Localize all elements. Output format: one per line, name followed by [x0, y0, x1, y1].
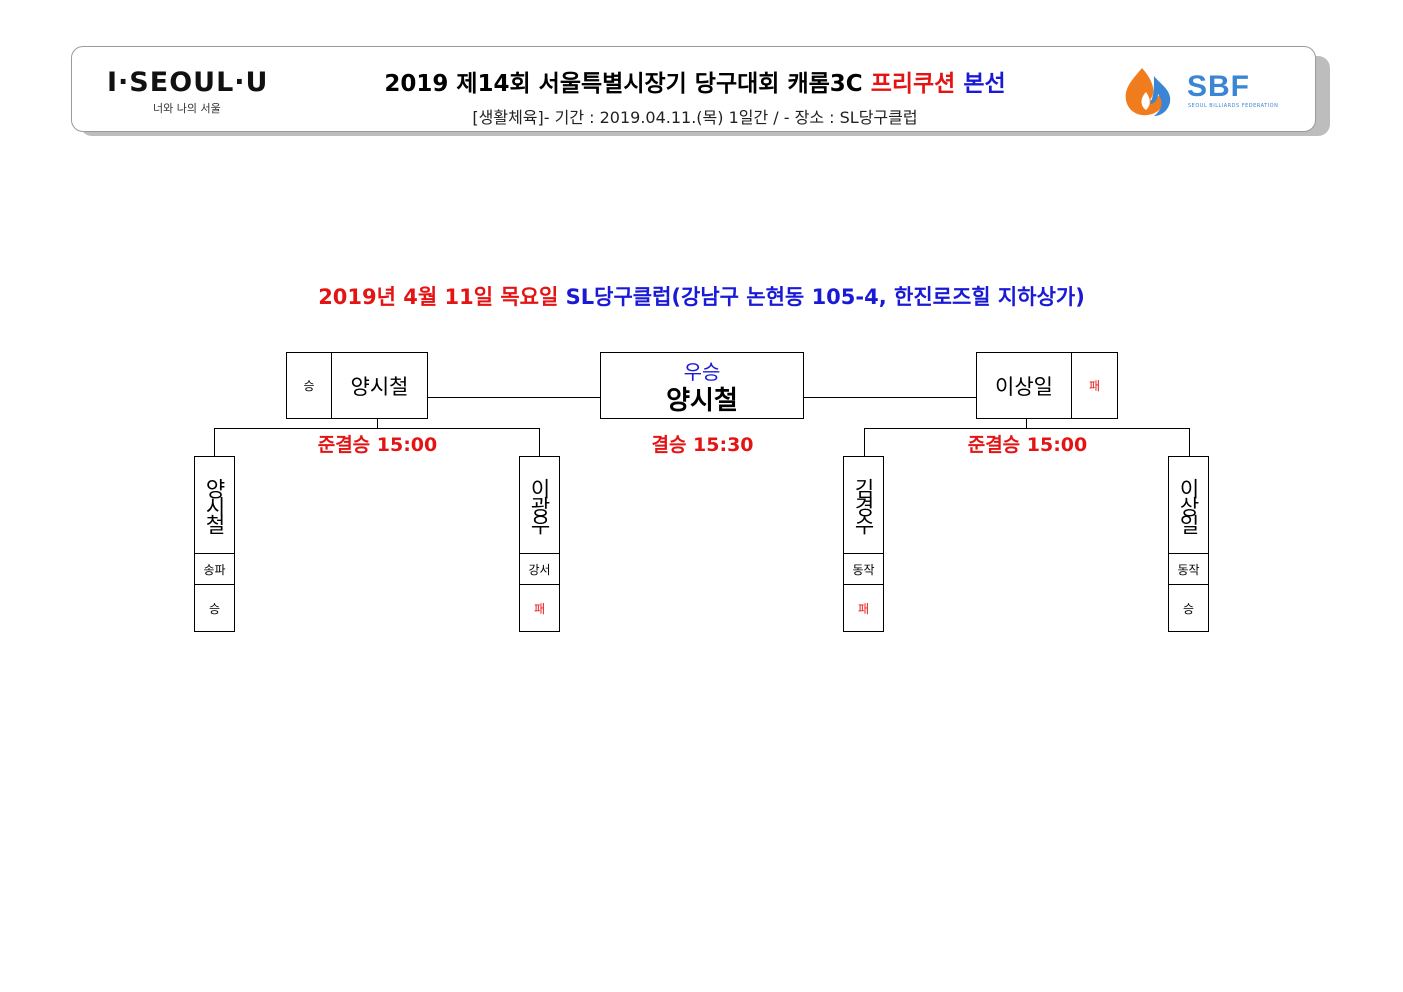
event-venue: SL당구클럽(강남구 논현동 105-4, 한진로즈힐 지하상가) [565, 285, 1085, 309]
title-blue: 본선 [963, 71, 1006, 97]
player-region: 동작 [1169, 554, 1208, 585]
player-result: 승 [1182, 601, 1195, 616]
player-region: 동작 [844, 554, 883, 585]
player-name: 이광우 [520, 457, 559, 554]
final-connector-right [804, 397, 976, 398]
player-card-2: 이광우 강서 패 [519, 456, 560, 632]
player-name: 김경수 [844, 457, 883, 554]
left-semi-drop-1 [214, 428, 215, 456]
seoul-logo-subtext: 너와 나의 서울 [153, 102, 221, 115]
left-finalist-result: 승 [287, 353, 332, 418]
player-region: 강서 [520, 554, 559, 585]
player-card-3: 김경수 동작 패 [843, 456, 884, 632]
player-card-4: 이상일 동작 승 [1168, 456, 1209, 632]
player-result: 패 [857, 601, 870, 616]
right-finalist-box: 이상일 패 [976, 352, 1118, 419]
sbf-logo-subtext: SEOUL BILLIARDS FEDERATION [1188, 103, 1279, 109]
title-main: 2019 제14회 서울특별시장기 당구대회 캐롬3C [384, 71, 863, 97]
champion-label: 우승 [683, 359, 721, 384]
right-semi-bar [864, 428, 1190, 429]
event-date: 2019년 4월 11일 목요일 [318, 285, 559, 309]
left-semi-bar [214, 428, 540, 429]
seoul-logo: I·SEOUL·U 너와 나의 서울 [107, 68, 277, 116]
seoul-logo-text: I·SEOUL·U [107, 67, 269, 98]
right-semi-drop-2 [1189, 428, 1190, 456]
champion-box: 우승 양시철 [600, 352, 804, 419]
left-semi-drop-2 [539, 428, 540, 456]
right-finalist-name: 이상일 [977, 353, 1072, 418]
left-finalist-name: 양시철 [350, 374, 409, 399]
left-semi-label: 준결승 15:00 [317, 434, 438, 456]
page-title: 2019 제14회 서울특별시장기 당구대회 캐롬3C 프리쿠션 본선 [300, 64, 1090, 98]
right-semi-stem [1026, 419, 1027, 428]
header-banner [71, 46, 1316, 132]
player-region: 송파 [195, 554, 234, 585]
player-result: 패 [533, 601, 546, 616]
player-card-1: 양시철 송파 승 [194, 456, 235, 632]
left-semi-stem [377, 419, 378, 428]
player-name: 양시철 [195, 457, 234, 554]
right-finalist-result: 패 [1088, 379, 1101, 393]
champion-name: 양시철 [666, 385, 738, 416]
sbf-logo-text: SBF [1187, 70, 1250, 103]
final-connector-left [428, 397, 600, 398]
player-name: 이상일 [1169, 457, 1208, 554]
right-semi-drop-1 [864, 428, 865, 456]
player-result: 승 [208, 601, 221, 616]
title-red: 프리쿠션 [870, 71, 956, 97]
left-finalist-box: 승 양시철 [286, 352, 428, 419]
final-label: 결승 15:30 [651, 434, 754, 456]
event-date-venue: 2019년 4월 11일 목요일 SL당구클럽(강남구 논현동 105-4, 한… [0, 281, 1403, 311]
sbf-flame-icon [1125, 68, 1171, 116]
right-semi-label: 준결승 15:00 [967, 434, 1088, 456]
page-subtitle: [생활체육]- 기간 : 2019.04.11.(목) 1일간 / - 장소 :… [472, 108, 918, 127]
